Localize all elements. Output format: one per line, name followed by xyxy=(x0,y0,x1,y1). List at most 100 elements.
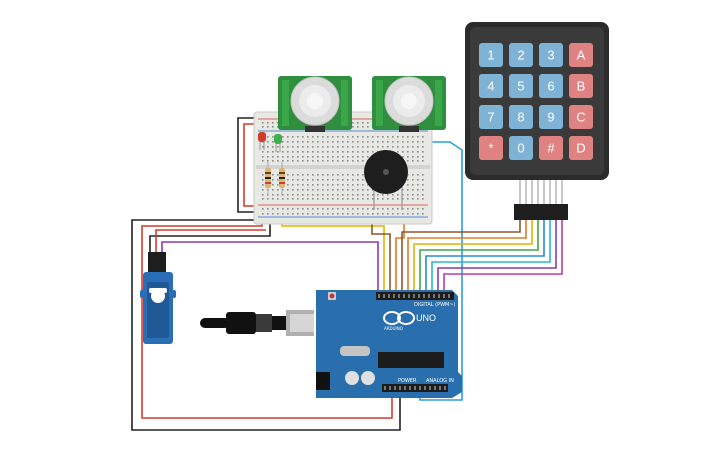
breadboard-hole xyxy=(392,208,394,210)
breadboard-hole xyxy=(362,174,364,176)
keypad-key xyxy=(509,136,533,160)
wire-keypad-4 xyxy=(419,220,539,292)
breadboard-hole xyxy=(352,184,354,186)
breadboard-hole xyxy=(262,126,264,128)
breadboard-hole xyxy=(307,146,309,148)
breadboard-hole xyxy=(312,160,314,162)
breadboard-hole xyxy=(412,189,414,191)
breadboard-hole xyxy=(362,122,364,124)
breadboard-hole xyxy=(322,184,324,186)
servo-motor xyxy=(140,252,176,344)
breadboard-hole xyxy=(357,189,359,191)
green-led xyxy=(274,134,282,152)
header-pin xyxy=(409,386,411,390)
breadboard-hole xyxy=(287,141,289,143)
breadboard-hole xyxy=(337,189,339,191)
breadboard-hole xyxy=(422,174,424,176)
breadboard-hole xyxy=(412,184,414,186)
breadboard-hole xyxy=(287,179,289,181)
breadboard-hole xyxy=(372,198,374,200)
breadboard-hole xyxy=(357,136,359,138)
breadboard-hole xyxy=(397,146,399,148)
breadboard-hole xyxy=(352,160,354,162)
breadboard-hole xyxy=(272,146,274,148)
breadboard-hole xyxy=(412,141,414,143)
breadboard-hole xyxy=(322,198,324,200)
breadboard-hole xyxy=(272,179,274,181)
header-pin xyxy=(419,386,421,390)
breadboard-hole xyxy=(407,194,409,196)
breadboard-hole xyxy=(367,122,369,124)
breadboard-hole xyxy=(357,146,359,148)
keypad-key xyxy=(509,43,533,67)
breadboard-hole xyxy=(312,198,314,200)
wire-servo-red xyxy=(155,229,266,258)
breadboard-hole xyxy=(332,213,334,215)
breadboard-hole xyxy=(367,194,369,196)
breadboard-hole xyxy=(407,156,409,158)
breadboard-hole xyxy=(267,160,269,162)
breadboard-hole xyxy=(262,179,264,181)
breadboard-holes xyxy=(262,122,424,215)
breadboard-hole xyxy=(372,141,374,143)
keypad-key-label: 9 xyxy=(547,110,554,125)
breadboard-hole xyxy=(352,141,354,143)
breadboard-hole xyxy=(277,160,279,162)
breadboard-hole xyxy=(352,208,354,210)
header-pin xyxy=(389,386,391,390)
breadboard-hole xyxy=(302,189,304,191)
breadboard-hole xyxy=(302,213,304,215)
breadboard-hole xyxy=(367,208,369,210)
breadboard-hole xyxy=(342,184,344,186)
breadboard-hole xyxy=(367,198,369,200)
breadboard-hole xyxy=(327,146,329,148)
breadboard-hole xyxy=(287,174,289,176)
breadboard-hole xyxy=(312,189,314,191)
breadboard-hole xyxy=(377,194,379,196)
breadboard-hole xyxy=(367,136,369,138)
breadboard-hole xyxy=(417,189,419,191)
breadboard-hole xyxy=(367,146,369,148)
keypad-key-label: 7 xyxy=(487,110,494,125)
breadboard-hole xyxy=(292,194,294,196)
breadboard-hole xyxy=(272,198,274,200)
breadboard-hole xyxy=(402,151,404,153)
breadboard-hole xyxy=(422,189,424,191)
breadboard-hole xyxy=(272,174,274,176)
breadboard-hole xyxy=(267,141,269,143)
breadboard-hole xyxy=(352,198,354,200)
breadboard-hole xyxy=(312,179,314,181)
breadboard-hole xyxy=(322,208,324,210)
header-pin xyxy=(424,386,426,390)
breadboard-hole xyxy=(292,189,294,191)
breadboard-hole xyxy=(377,198,379,200)
keypad-key-label: 4 xyxy=(487,79,494,94)
breadboard-hole xyxy=(342,194,344,196)
keypad-key-label: C xyxy=(576,110,585,125)
breadboard-hole xyxy=(272,160,274,162)
pir-sensor-1 xyxy=(278,76,352,132)
header-pin xyxy=(399,386,401,390)
breadboard-hole xyxy=(322,141,324,143)
keypad-key xyxy=(569,105,593,129)
breadboard-hole xyxy=(312,156,314,158)
breadboard-hole xyxy=(407,151,409,153)
breadboard-hole xyxy=(382,198,384,200)
breadboard-hole xyxy=(297,141,299,143)
breadboard-hole xyxy=(347,184,349,186)
breadboard-hole xyxy=(332,151,334,153)
breadboard-hole xyxy=(372,213,374,215)
breadboard-hole xyxy=(367,156,369,158)
breadboard-hole xyxy=(327,141,329,143)
breadboard-hole xyxy=(302,156,304,158)
breadboard-hole xyxy=(402,156,404,158)
breadboard-hole xyxy=(422,141,424,143)
breadboard-hole xyxy=(282,160,284,162)
breadboard-hole xyxy=(402,141,404,143)
breadboard-hole xyxy=(362,189,364,191)
breadboard-hole xyxy=(352,151,354,153)
header-pin xyxy=(384,386,386,390)
breadboard-hole xyxy=(347,174,349,176)
breadboard-hole xyxy=(282,213,284,215)
breadboard-hole xyxy=(332,156,334,158)
